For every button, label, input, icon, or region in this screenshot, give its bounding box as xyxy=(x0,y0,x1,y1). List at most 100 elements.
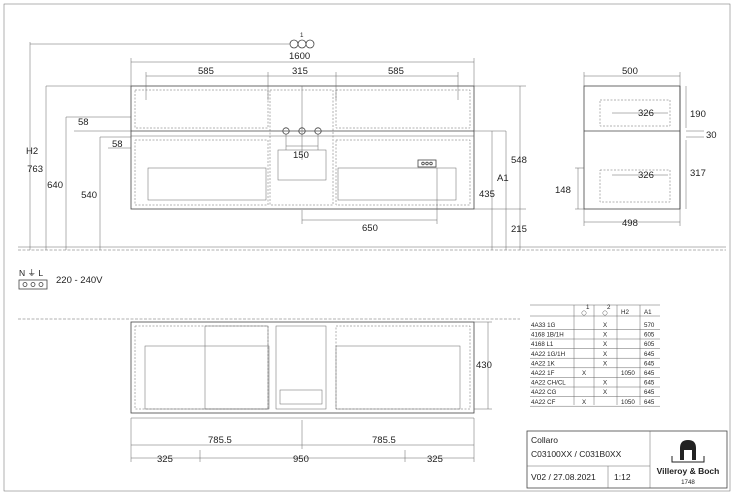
inner-left-bottom xyxy=(134,139,269,206)
dim-950: 950 xyxy=(293,454,309,465)
power-voltage: 220 - 240V xyxy=(56,275,103,286)
side-view: 500 326 326 190 30 317 148 498 xyxy=(555,66,717,229)
plan-view: 430 785.5 785.5 325 950 325 xyxy=(18,318,520,465)
table-cell-r0-c0: 4A33 1G xyxy=(531,322,556,329)
table-header-2: 2 xyxy=(607,304,611,311)
table-cell-r7-c2: X xyxy=(603,389,607,396)
label-h2: H2 xyxy=(26,146,38,157)
dim-650: 650 xyxy=(362,223,378,234)
table-cell-r8-c4: 645 xyxy=(644,399,655,406)
dim-435: 435 xyxy=(479,189,495,200)
title-block: Collaro C03100XX / C031B0XX V02 / 27.08.… xyxy=(526,430,728,489)
table-cell-r1-c0: 4168 1B/1H xyxy=(531,332,564,339)
table-header-icon-1 xyxy=(581,310,587,316)
marker-1-icon-right xyxy=(305,39,315,49)
dim-540: 540 xyxy=(81,190,97,201)
version-date: V02 / 27.08.2021 xyxy=(531,472,596,482)
inner-right-top xyxy=(335,89,471,129)
title-block-frame xyxy=(526,430,728,489)
table-cell-r3-c4: 645 xyxy=(644,351,655,358)
variant-table: 1 2H2 A1 4A33 1G X 570 4168 1B/1H X 605 4168 L1 X 6… xyxy=(530,304,660,407)
dim-315: 315 xyxy=(292,66,308,77)
marker-1-icon-center xyxy=(297,39,307,49)
brand-year: 1748 xyxy=(681,479,695,486)
dim-1600: 1600 xyxy=(289,51,310,62)
dim-585-right: 585 xyxy=(388,66,404,77)
label-a1: A1 xyxy=(497,173,509,184)
table-header-icon-2 xyxy=(602,310,608,316)
table-cell-r5-c4: 645 xyxy=(644,370,655,377)
dim-150: 150 xyxy=(293,150,309,161)
table-cell-r8-c3: 1050 xyxy=(621,399,635,406)
fitting-center-icon xyxy=(298,127,306,135)
table-cell-r3-c2: X xyxy=(603,351,607,358)
inner-left-top xyxy=(134,89,269,129)
inner-right-bottom xyxy=(335,139,471,206)
brand-name: Villeroy & Boch xyxy=(657,466,720,476)
table-cell-r5-c1: X xyxy=(582,370,586,377)
socket-icon xyxy=(417,159,437,168)
table-cell-r6-c0: 4A22 CH/CL xyxy=(531,380,566,387)
power-info: N ⏚ L 220 - 240V xyxy=(18,268,103,290)
side-drawer-top xyxy=(599,99,671,127)
table-header-4: A1 xyxy=(644,309,652,316)
dim-548: 548 xyxy=(511,155,527,166)
table-cell-r1-c2: X xyxy=(603,332,607,339)
center-compartment xyxy=(269,89,334,206)
table-cell-r3-c0: 4A22 1G/1H xyxy=(531,351,565,358)
dim-side-30: 30 xyxy=(706,130,717,141)
table-cell-r0-c4: 570 xyxy=(644,322,655,329)
dim-side-326-top: 326 xyxy=(638,108,654,119)
sheet-frame xyxy=(3,3,731,492)
dim-side-498: 498 xyxy=(622,218,638,229)
dim-585-left: 585 xyxy=(198,66,214,77)
dim-215: 215 xyxy=(511,224,527,235)
side-drawer-bottom xyxy=(599,169,671,203)
plan-drawer-right xyxy=(335,345,461,410)
table-cell-r4-c2: X xyxy=(603,360,607,367)
table-cell-r4-c0: 4A22 1K xyxy=(531,360,556,367)
dim-plan-430: 430 xyxy=(476,360,492,371)
plan-outline xyxy=(130,321,475,414)
table-cell-r2-c2: X xyxy=(603,341,607,348)
dim-325-right: 325 xyxy=(427,454,443,465)
table-cell-r8-c1: X xyxy=(582,399,586,406)
table-cell-r7-c0: 4A22 CG xyxy=(531,389,557,396)
table-header-3: H2 xyxy=(621,309,629,316)
marker-1-icon-left xyxy=(289,39,299,49)
power-socket-icon xyxy=(18,279,48,290)
table-cell-r4-c4: 645 xyxy=(644,360,655,367)
dim-side-317: 317 xyxy=(690,168,706,179)
drawer-right xyxy=(337,167,457,201)
plan-drawer-left xyxy=(144,345,270,410)
table-cell-r6-c2: X xyxy=(603,380,607,387)
side-outline xyxy=(583,85,681,210)
table-cell-r6-c4: 645 xyxy=(644,380,655,387)
marker-1-label: 1 xyxy=(300,32,304,39)
front-elevation: 1 1600 585 315 585 H2 763 640 540 58 58 xyxy=(18,32,726,251)
table-cell-r1-c4: 605 xyxy=(644,332,655,339)
dim-side-190: 190 xyxy=(690,109,706,120)
dim-side-326-bottom: 326 xyxy=(638,170,654,181)
table-header-1: 1 xyxy=(586,304,590,311)
dim-325-left: 325 xyxy=(157,454,173,465)
dim-640: 640 xyxy=(47,180,63,191)
product-name: Collaro xyxy=(531,435,558,445)
cabinet-outline xyxy=(130,85,475,210)
power-symbol-text: N ⏚ L xyxy=(19,268,43,278)
table-cell-r5-c3: 1050 xyxy=(621,370,635,377)
dim-785-right: 785.5 xyxy=(372,435,396,446)
scale: 1:12 xyxy=(614,472,631,482)
table-cell-r2-c4: 605 xyxy=(644,341,655,348)
villeroy-boch-logo-icon xyxy=(671,440,705,463)
table-cell-r5-c0: 4A22 1F xyxy=(531,370,555,377)
drawer-left xyxy=(147,167,267,201)
dim-58-top: 58 xyxy=(78,117,89,128)
table-cell-r0-c2: X xyxy=(603,322,607,329)
table-cell-r7-c4: 645 xyxy=(644,389,655,396)
table-cell-r2-c0: 4168 L1 xyxy=(531,341,554,348)
dim-763: 763 xyxy=(27,164,43,175)
dim-side-500: 500 xyxy=(622,66,638,77)
